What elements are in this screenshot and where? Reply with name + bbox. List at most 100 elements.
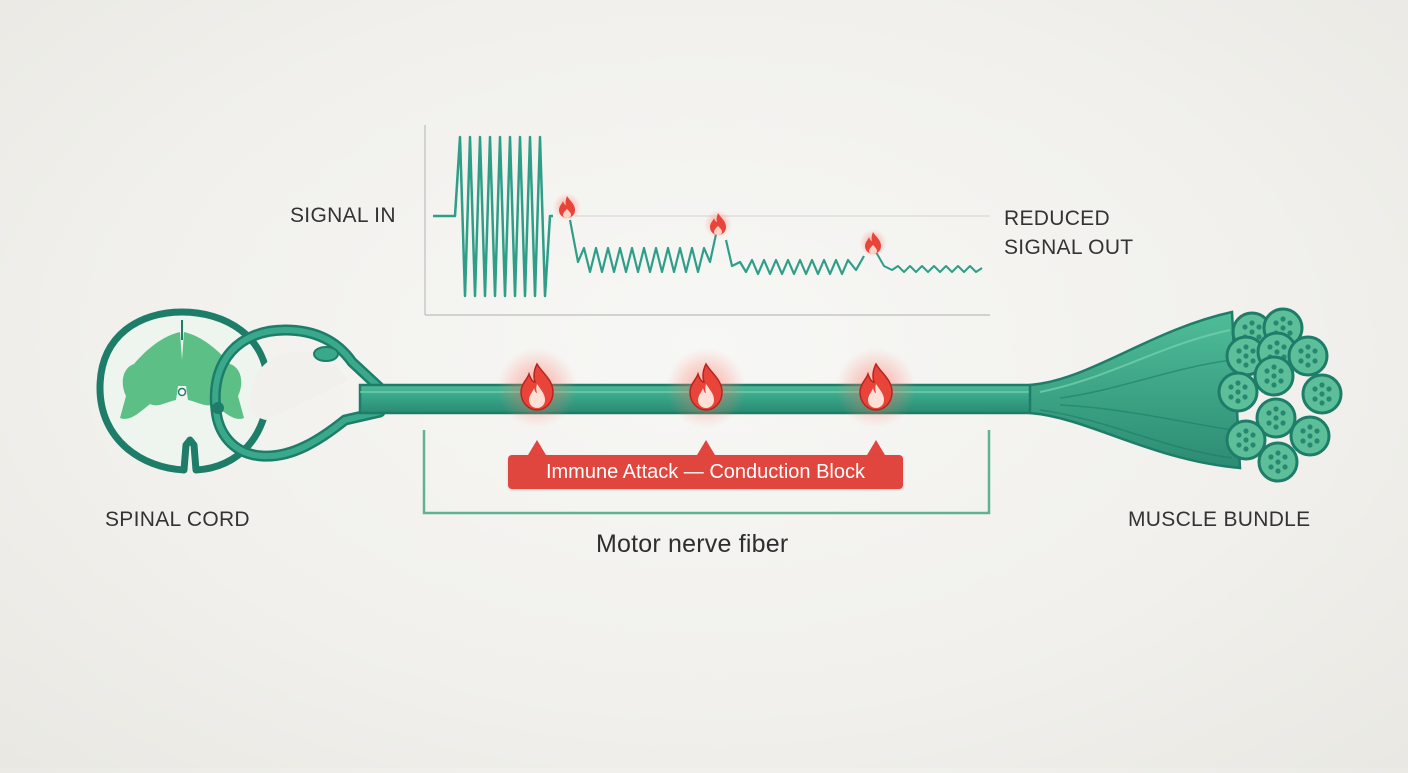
muscle-fiber-dot [1256,324,1262,330]
callout-pointer [528,440,546,455]
muscle-fiber-dot [1280,325,1286,331]
signal-in-waveform [433,135,553,298]
muscle-fiber-dot [1266,420,1272,426]
muscle-fiber-dot [1275,468,1281,474]
muscle-fiber-dot [1235,380,1241,386]
muscle-fiber-dot [1249,320,1255,326]
flame-icon [836,348,916,428]
muscle-fiber-dot [1274,349,1280,355]
muscle-fiber-dot [1305,353,1311,359]
muscle-fiber-dot [1273,424,1279,430]
muscle-fiber-dot [1236,348,1242,354]
reduced-signal-out-label: REDUCED SIGNAL OUT [1004,204,1133,262]
signal-in-label: SIGNAL IN [290,204,396,227]
muscle-fiber-dot [1274,340,1280,346]
callout-pointer [867,440,885,455]
muscle-fiber-dot [1275,450,1281,456]
muscle-fiber-dot [1273,406,1279,412]
muscle-bundle-label: MUSCLE BUNDLE [1128,508,1311,531]
muscle-fiber-dot [1242,384,1248,390]
muscle-fiber-dot [1243,344,1249,350]
flame-icon [666,348,746,428]
muscle-fiber-dot [1243,446,1249,452]
muscle-fiber-dot [1236,358,1242,364]
muscle-fiber-dot [1312,348,1318,354]
muscle-fiber-dot [1250,432,1256,438]
muscle-fiber-dot [1235,398,1241,404]
muscle-fiber-dot [1307,433,1313,439]
muscle-fiber-dot [1282,464,1288,470]
muscle-fiber-dot [1312,386,1318,392]
muscle-fiber-dot [1312,358,1318,364]
muscle-fiber-dot [1235,389,1241,395]
muscle-fiber-dot [1236,432,1242,438]
muscle-fiber-dot [1250,348,1256,354]
muscle-bundle-illustration [1217,307,1343,483]
waveform-panel [424,125,990,316]
muscle-fiber-dot [1298,348,1304,354]
muscle-fiber-dot [1300,438,1306,444]
muscle-fiber-dot [1256,334,1262,340]
attenuated-waveform-segment-2 [724,239,865,276]
signal-out-line-2: SIGNAL OUT [1004,236,1134,259]
muscle-fiber-dot [1242,324,1248,330]
muscle-fiber-dot [1314,438,1320,444]
muscle-fiber-dot [1271,373,1277,379]
muscle-fiber-dot [1273,320,1279,326]
muscle-fiber-dot [1250,358,1256,364]
muscle-fiber-dot [1243,428,1249,434]
muscle-fiber-dot [1273,415,1279,421]
muscle-fiber-dot [1278,378,1284,384]
muscle-fiber-dot [1271,364,1277,370]
muscle-fiber-dot [1319,382,1325,388]
callout-pointer [697,440,715,455]
muscle-fiber-dot [1326,396,1332,402]
muscle-fiber-dot [1266,410,1272,416]
muscle-fiber-dot [1326,386,1332,392]
signal-out-line-1: REDUCED [1004,207,1110,230]
muscle-fiber-dot [1228,394,1234,400]
muscle-fiber-dot [1249,329,1255,335]
muscle-fiber-dot [1267,344,1273,350]
muscle-fiber-dot [1250,442,1256,448]
attack-sites [497,348,916,455]
muscle-fiber-dot [1243,353,1249,359]
small-flame-icon [704,210,732,238]
muscle-fiber-dot [1280,316,1286,322]
muscle-fiber-dot [1268,454,1274,460]
muscle-fiber-dot [1236,442,1242,448]
muscle-fiber-dot [1280,420,1286,426]
muscle-fiber-dot [1287,330,1293,336]
nerve-fiber-bracket [422,430,991,515]
muscle-fiber-dot [1300,428,1306,434]
muscle-fiber-dot [1307,442,1313,448]
muscle-fiber-dot [1242,394,1248,400]
muscle-fiber-dot [1264,368,1270,374]
small-flame-icon [859,229,887,257]
muscle-fiber-dot [1275,459,1281,465]
spinal-cord-label: SPINAL CORD [105,508,250,531]
conduction-block-callout: Immune Attack — Conduction Block [508,455,903,489]
muscle-fiber-dot [1319,400,1325,406]
attenuated-waveform-segment-1 [568,219,720,274]
muscle-fiber-dot [1307,424,1313,430]
muscle-fiber-dot [1319,391,1325,397]
nerve-fiber-label: Motor nerve fiber [596,530,789,558]
muscle-fiber-dot [1271,382,1277,388]
muscle-fiber-dot [1282,454,1288,460]
muscle-fiber-dot [1278,368,1284,374]
muscle-fiber-dot [1287,320,1293,326]
muscle-fiber-dot [1264,378,1270,384]
muscle-fiber-dot [1228,384,1234,390]
muscle-fiber-dot [1243,362,1249,368]
flame-icon [497,348,577,428]
muscle-fiber-dot [1243,437,1249,443]
muscle-fiber-dot [1312,396,1318,402]
muscle-fiber-dot [1281,344,1287,350]
reduced-signal-waveform [875,251,983,273]
muscle-fiber-dot [1305,344,1311,350]
muscle-fiber-dot [1298,358,1304,364]
small-flame-icon [553,193,581,221]
